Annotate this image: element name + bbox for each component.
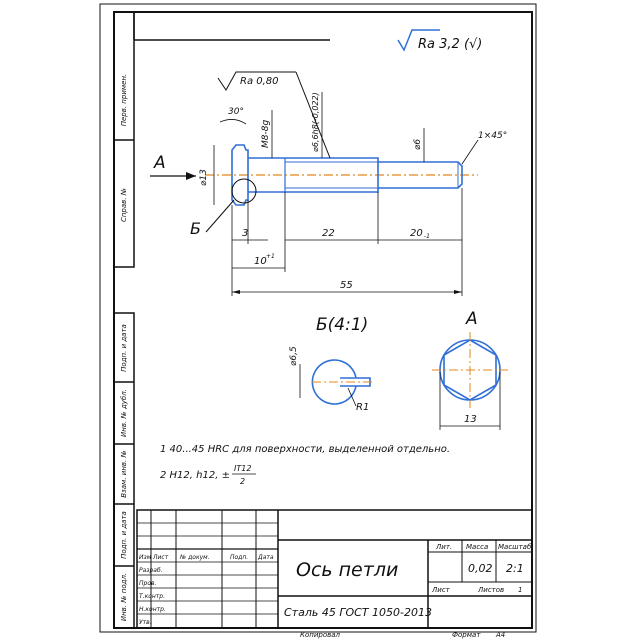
tb-h-list: Лист bbox=[152, 554, 169, 561]
tb-h-doc: № докум. bbox=[179, 554, 210, 561]
dim-thread: M8-8g bbox=[261, 120, 271, 148]
tb-sheet-label: Лист bbox=[431, 586, 451, 594]
view-a-width: 13 bbox=[464, 414, 477, 425]
part-name: Ось петли bbox=[296, 559, 398, 581]
tb-sheets-count: 1 bbox=[518, 586, 522, 594]
note-1: 1 40...45 HRC для поверхности, выделенно… bbox=[160, 444, 450, 455]
note-2-den: 2 bbox=[240, 477, 245, 486]
side-label-5: Подп. и дата bbox=[120, 511, 128, 559]
view-arrow-head-icon bbox=[186, 172, 196, 180]
note-2-num: IT12 bbox=[234, 464, 251, 473]
tb-scale: 2:1 bbox=[506, 562, 524, 575]
dim-55-arrow-left-icon bbox=[232, 290, 240, 294]
dim-20-tol: -1 bbox=[424, 233, 430, 240]
dim-55-arrow-right-icon bbox=[454, 290, 462, 294]
dim-chamfer-end: 1×45° bbox=[478, 131, 507, 141]
side-label-4: Взам. инв. № bbox=[120, 450, 128, 498]
tb-col-mass: Масса bbox=[466, 543, 488, 551]
side-label-3: Инв. № дубл. bbox=[120, 389, 128, 437]
title-block bbox=[136, 509, 533, 629]
tb-role-4: Н.контр. bbox=[139, 606, 166, 613]
dim-20: 20 bbox=[410, 228, 423, 239]
dim-10-tol: +1 bbox=[266, 253, 275, 260]
roughness-sign-icon bbox=[397, 29, 440, 52]
side-label-1: Справ. № bbox=[120, 188, 128, 222]
tb-col-scale: Масштаб bbox=[498, 543, 532, 551]
side-label-2: Подп. и дата bbox=[120, 324, 128, 372]
dim-22: 22 bbox=[322, 228, 335, 239]
dim-dia-end: ⌀6 bbox=[413, 139, 423, 150]
tb-role-2: Т.контр. bbox=[139, 593, 165, 600]
section-callout-circle bbox=[231, 178, 257, 204]
section-radius: R1 bbox=[356, 402, 369, 413]
tb-h-date: Дата bbox=[257, 554, 274, 561]
tb-mass: 0,02 bbox=[468, 562, 493, 575]
view-arrow-label: A bbox=[153, 153, 166, 173]
dim-55: 55 bbox=[340, 280, 353, 291]
tb-h-sign: Подп. bbox=[230, 554, 248, 561]
angle-arc bbox=[219, 119, 247, 125]
section-callout-label: Б bbox=[190, 219, 201, 238]
format-label: Формат bbox=[452, 631, 481, 639]
section-radius-leader bbox=[347, 387, 357, 407]
section-title: Б(4:1) bbox=[316, 315, 368, 335]
sheet-trim bbox=[99, 3, 537, 633]
tb-col-lit: Лит. bbox=[435, 543, 452, 551]
dim-chamfer-angle: 30° bbox=[228, 107, 244, 117]
roughness-local-icon bbox=[217, 71, 296, 91]
tb-role-5: Утв. bbox=[139, 619, 152, 626]
tb-role-0: Разраб. bbox=[139, 567, 163, 574]
view-a-title: A bbox=[465, 309, 478, 329]
tb-sheets-label: Листов bbox=[477, 586, 504, 594]
format-value: A4 bbox=[495, 631, 505, 639]
note-2-prefix: 2 H12, h12, ± bbox=[160, 470, 230, 481]
material: Сталь 45 ГОСТ 1050-2013 bbox=[284, 606, 432, 619]
side-label-6: Инв. № подл. bbox=[120, 573, 128, 621]
section-dia: ⌀6,5 bbox=[289, 346, 299, 366]
dim-dia-shank: ⌀6,6h8(-0,022) bbox=[311, 92, 320, 152]
dim-10: 10 bbox=[254, 256, 267, 267]
tb-role-1: Пров. bbox=[139, 580, 157, 587]
roughness-general: Ra 3,2 (√) bbox=[418, 37, 482, 52]
side-label-0: Перв. примен. bbox=[120, 74, 128, 127]
copied-label: Копировал bbox=[300, 631, 341, 639]
tb-h-izm: Изм bbox=[139, 554, 152, 561]
dim-chamfer-leader bbox=[461, 139, 479, 165]
side-strip bbox=[113, 312, 135, 629]
dim-3: 3 bbox=[242, 228, 248, 239]
part-end bbox=[378, 161, 463, 189]
roughness-leader bbox=[295, 71, 331, 159]
dim-dia-head: ⌀13 bbox=[199, 169, 209, 186]
callout-leader bbox=[205, 199, 235, 233]
roughness-local: Ra 0,80 bbox=[240, 76, 279, 87]
part-shank bbox=[248, 157, 379, 193]
